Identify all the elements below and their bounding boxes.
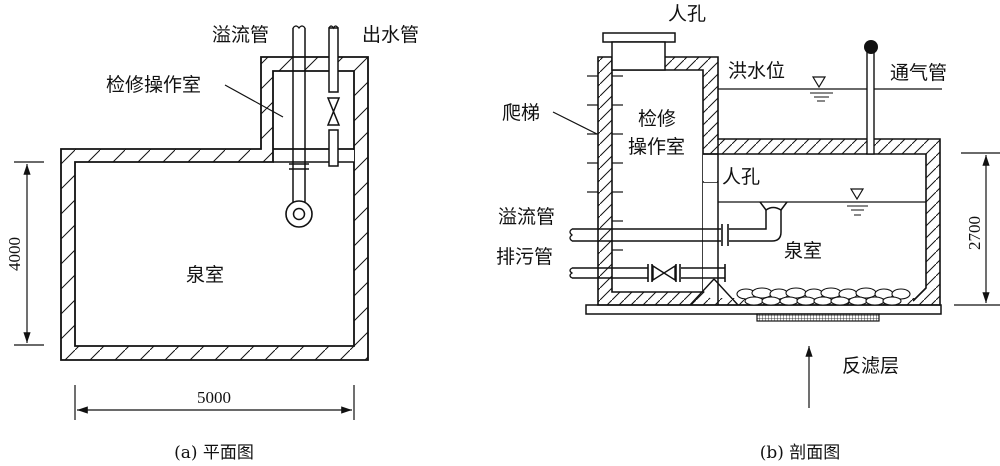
section-drain-pipe [569,264,739,306]
section-label-vent-pipe: 通气管 [890,62,947,84]
plan-label-spring-chamber: 泉室 [186,264,224,286]
section-label-flood-level: 洪水位 [728,60,785,82]
plan-outer-wall [60,56,369,361]
section-spring-chamber-inner [703,153,927,302]
section-label-manhole-side: 人孔 [722,166,760,188]
section-flood-level [718,76,942,102]
plan-caption: (a) 平面图 [174,443,254,463]
plan-dimension-height: 4000 [5,161,44,346]
plan-label-outlet-pipe: 出水管 [362,24,419,46]
section-gravel [736,287,911,306]
plan-dimension-height-label: 4000 [5,237,24,271]
section-ladder-leader [552,111,598,135]
section-label-overflow-pipe: 溢流管 [498,206,555,228]
plan-label-maintenance-room: 检修操作室 [106,74,201,96]
section-label-room-line2: 操作室 [628,136,685,158]
section-overflow-pipe [569,201,788,246]
vent-cap-icon [864,40,878,54]
section-caption: (b) 剖面图 [760,443,841,463]
section-label-manhole-top: 人孔 [668,3,706,25]
plan-leader-line [224,84,284,118]
section-label-spring-chamber: 泉室 [784,240,822,262]
plan-overflow-pipe [285,25,313,228]
section-label-room-line1: 检修 [638,108,676,130]
section-label-ladder: 爬梯 [502,102,540,124]
plan-dimension-width: 5000 [74,385,355,420]
drain-valve-icon [652,264,676,282]
section-filter-layer [756,313,880,322]
plan-label-overflow-pipe: 溢流管 [212,24,269,46]
plan-view: 溢流管 出水管 检修操作室 泉室 4000 5000 (a) 平面图 [5,24,419,463]
section-label-drain-pipe: 排污管 [496,246,553,268]
plan-valve-icon [326,97,341,126]
section-label-filter-layer: 反滤层 [842,355,899,377]
plan-outlet-pipe [326,25,341,167]
section-ladder [587,75,623,251]
plan-dimension-width-label: 5000 [197,388,231,407]
section-view: 人孔 洪水位 通气管 爬梯 检修 操作室 人孔 溢流管 排污管 泉室 反滤层 2… [496,3,1000,463]
section-dimension-height: 2700 [954,152,1000,306]
section-top-manhole [602,32,676,71]
section-dimension-height-label: 2700 [965,216,984,250]
section-water-level [718,188,926,216]
section-base-slab [585,304,942,315]
section-vent-pipe [864,40,878,155]
